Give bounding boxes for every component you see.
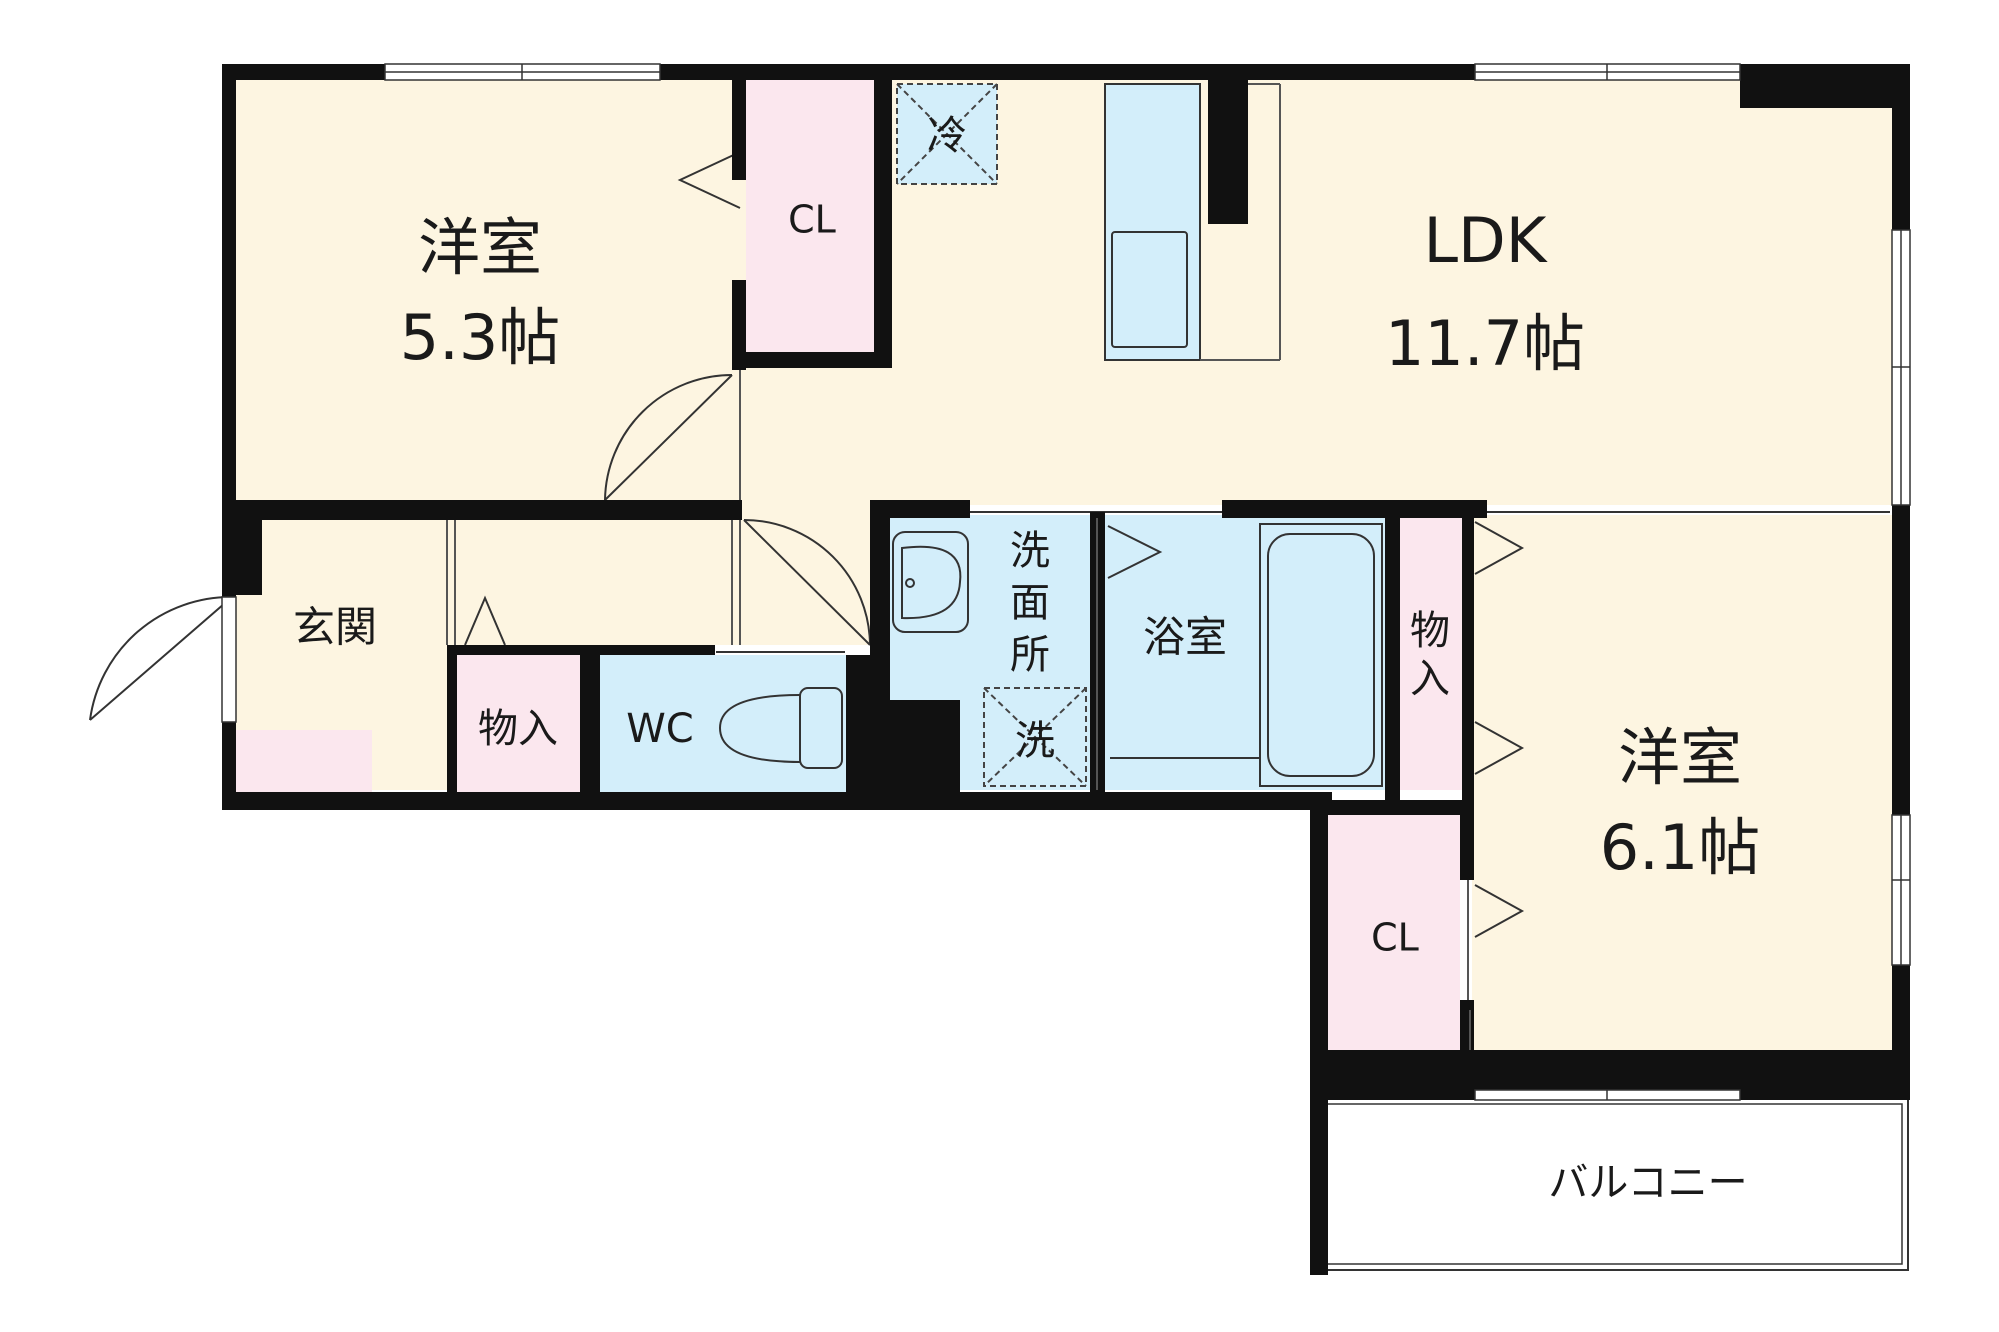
front-door-opening <box>221 596 237 723</box>
outer-wall-bottom <box>222 792 1332 810</box>
closet-1-bottom-wall <box>746 352 892 368</box>
balcony <box>1317 1097 1909 1271</box>
closet-1-label: CL <box>788 198 836 242</box>
balcony-wall-left <box>1310 800 1328 1275</box>
kitchen-counter <box>1104 83 1201 361</box>
storage-1-label: 物入 <box>478 706 558 752</box>
closet-1-left-wall-lower <box>732 280 746 370</box>
storage-2-label-char-1: 物 <box>1410 608 1450 654</box>
washbasin-icon <box>892 531 969 633</box>
western-room-1-door-swing-icon <box>604 374 733 501</box>
window-icon <box>1891 814 1911 966</box>
storage-1-left-wall <box>447 645 457 795</box>
ldk-floor <box>882 80 1892 505</box>
labels: 洋室 5.3帖 LDK 11.7帖 洋室 6.1帖 CL CL 冷 玄関 物入 … <box>293 113 1760 1206</box>
washing-machine-space-icon <box>983 687 1087 787</box>
walls <box>222 64 1910 1275</box>
western-room-2-name: 洋室 <box>1618 721 1742 794</box>
storage-2-label-char-2: 入 <box>1410 656 1450 702</box>
closet-door-icon <box>1474 884 1525 938</box>
corner-pillar-bottom <box>1740 1050 1910 1100</box>
closet-1-floor <box>746 80 874 352</box>
window-icon <box>1474 63 1741 81</box>
toilet-top-wall <box>600 645 715 655</box>
closet-door-icon <box>1107 525 1163 579</box>
closet-door-icon <box>1474 521 1525 575</box>
wet-area-top-wall-2 <box>1222 500 1487 518</box>
ldk-name: LDK <box>1424 204 1548 277</box>
corridor-door-swing-icon <box>743 519 871 646</box>
balcony-label: バルコニー <box>1548 1160 1747 1206</box>
entrance-shoe-cabinet <box>236 730 372 792</box>
closet-1-left-wall <box>732 80 746 180</box>
toilet-icon <box>718 687 843 769</box>
window-icon <box>384 63 661 81</box>
entrance-label: 玄関 <box>293 603 377 652</box>
refrigerator-space-icon <box>896 83 998 185</box>
kitchen-sink-icon <box>1111 231 1188 348</box>
washer-label: 洗 <box>1015 718 1055 764</box>
western-room-2-floor <box>1472 515 1892 1050</box>
toilet-right-wall <box>846 655 870 800</box>
wet-area-top-wall <box>870 500 970 518</box>
kitchen-pillar <box>1208 64 1248 224</box>
storage-2-floor <box>1400 515 1462 790</box>
closet-door-icon <box>1474 721 1525 775</box>
closet-2-right-wall-lower <box>1460 1000 1474 1055</box>
closet-2-floor <box>1328 815 1460 1050</box>
storage-1-walls <box>447 645 600 655</box>
western-room-1-floor <box>232 80 732 500</box>
closet-door-icon <box>464 595 506 646</box>
bathroom-label: 浴室 <box>1143 613 1227 662</box>
closet-2-right-wall <box>1460 800 1474 880</box>
utility-pillar <box>870 700 960 800</box>
refrigerator-label: 冷 <box>927 113 967 159</box>
closet-1-right-wall <box>874 64 892 364</box>
window-icon <box>1891 229 1911 506</box>
washroom-label-char-3: 所 <box>1010 632 1050 678</box>
corner-pillar <box>1740 64 1910 108</box>
entrance-pillar <box>232 515 262 595</box>
partitions <box>446 83 1471 1050</box>
western-room-1-name: 洋室 <box>418 211 542 284</box>
bathtub-icon <box>1259 523 1383 787</box>
closet-2-top-wall <box>1310 800 1474 815</box>
front-door-swing-icon <box>89 595 233 721</box>
fixtures <box>718 83 1383 787</box>
closet-door-icon <box>677 151 741 209</box>
storage-1-floor <box>455 650 580 792</box>
western-room-2-size: 6.1帖 <box>1600 811 1761 884</box>
windows <box>221 63 1911 1101</box>
western-room-1-size: 5.3帖 <box>400 301 561 374</box>
window-icon <box>1474 1089 1741 1101</box>
closet-2-label: CL <box>1371 916 1419 960</box>
washroom-label-char-2: 面 <box>1010 580 1050 626</box>
storage-toilet-wall <box>580 645 600 795</box>
toilet-label: WC <box>626 706 693 752</box>
bath-storage-wall <box>1385 512 1400 802</box>
western-room-1-bottom-wall <box>232 500 742 520</box>
storage-2-right-wall <box>1462 512 1474 812</box>
corridor-floor <box>447 520 882 645</box>
washroom-label-char-1: 洗 <box>1010 528 1050 574</box>
ldk-size: 11.7帖 <box>1385 307 1585 380</box>
